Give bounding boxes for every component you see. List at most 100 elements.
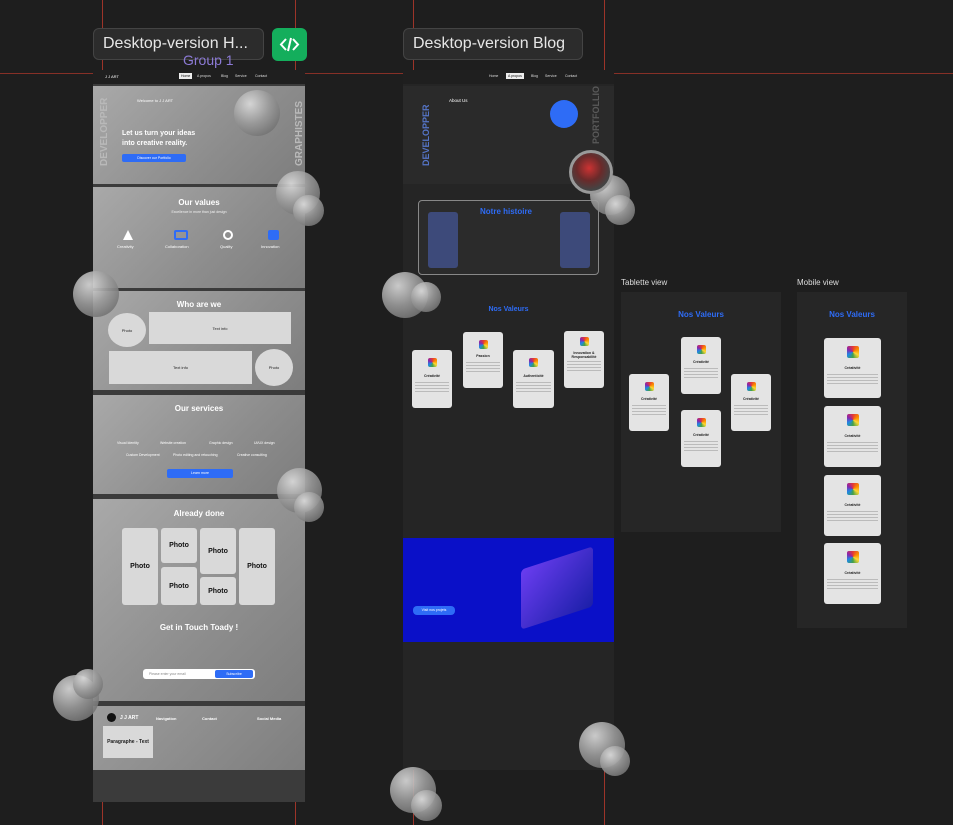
value-collaboration: Collaboration bbox=[165, 244, 189, 249]
blog-nav-about[interactable]: A propos bbox=[506, 73, 524, 79]
mobile-card-text bbox=[827, 374, 878, 384]
blog-value-card: Innovation & Responsabilité bbox=[564, 331, 604, 388]
value-creativity: Creativity bbox=[117, 244, 134, 249]
email-placeholder: Please enter your email bbox=[149, 672, 186, 676]
blog-card-text bbox=[415, 382, 449, 392]
group-label: Group 1 bbox=[183, 52, 234, 68]
histoire-photo-left bbox=[428, 212, 458, 268]
decorative-bubble bbox=[411, 282, 441, 312]
footer-navigation-heading: Navigation bbox=[156, 716, 177, 721]
mobile-card-text bbox=[827, 442, 878, 452]
portfolio-photo[interactable]: Photo bbox=[122, 528, 158, 605]
tablet-card-text bbox=[632, 405, 666, 415]
mobile-view-label: Mobile view bbox=[797, 278, 839, 287]
tablet-card-text bbox=[684, 441, 718, 451]
contact-title: Get in Touch Toady ! bbox=[159, 623, 239, 632]
innovation-icon bbox=[579, 337, 589, 346]
laptop-illustration bbox=[521, 546, 593, 630]
hero-headline-2: into creative reality. bbox=[122, 140, 188, 147]
blog-vertical-right: PORTFOLLIO bbox=[591, 86, 601, 144]
discover-portfolio-button[interactable]: Discover our Portfolio bbox=[122, 154, 186, 162]
avatar bbox=[569, 150, 613, 194]
blog-card-title: Authenticité bbox=[523, 374, 544, 378]
blog-card-text bbox=[516, 382, 551, 392]
done-title: Already done bbox=[173, 509, 225, 518]
footer-brand: J J ART bbox=[120, 715, 139, 721]
nav-service[interactable]: Service bbox=[235, 74, 247, 78]
blog-about-title: About Us bbox=[449, 98, 468, 103]
desktop-home-frame[interactable]: J J ART Home A propos Blog Service Conta… bbox=[93, 70, 305, 802]
values-section: Our values Excellence in more than just … bbox=[93, 187, 305, 288]
footer-logo-icon bbox=[107, 713, 116, 722]
who-text-info-2: Text info bbox=[109, 351, 252, 384]
mobile-card-text bbox=[827, 511, 878, 521]
blog-about-avatar bbox=[550, 100, 578, 128]
code-view-button[interactable] bbox=[272, 28, 307, 61]
service-graphic-design: Graphic design bbox=[209, 441, 233, 445]
tablet-value-card: Créativité bbox=[681, 410, 721, 467]
decorative-bubble bbox=[605, 195, 635, 225]
histoire-card: Notre histoire bbox=[418, 200, 599, 275]
creativity-icon bbox=[746, 382, 756, 391]
mobile-value-card: Créativité bbox=[824, 406, 881, 467]
nav-blog[interactable]: Blog bbox=[221, 74, 229, 78]
portfolio-photo[interactable]: Photo bbox=[239, 528, 275, 605]
mobile-card-title: Créativité bbox=[844, 571, 861, 575]
decorative-bubble bbox=[293, 195, 324, 226]
blog-nav-contact[interactable]: Contact bbox=[565, 74, 578, 78]
nav-home[interactable]: Home bbox=[179, 73, 193, 79]
creativity-icon bbox=[696, 418, 706, 427]
mobile-title: Nos Valeurs bbox=[829, 310, 875, 319]
who-photo-2: Photo bbox=[255, 349, 293, 386]
portfolio-photo[interactable]: Photo bbox=[161, 567, 197, 605]
who-text-info-1: Text info bbox=[149, 312, 291, 344]
portfolio-photo[interactable]: Photo bbox=[200, 528, 236, 574]
nav-contact[interactable]: Contact bbox=[255, 74, 268, 78]
tablet-card-title: Créativité bbox=[641, 397, 657, 401]
services-section: Our services Visual Identity Website cre… bbox=[93, 395, 305, 494]
blog-card-text bbox=[567, 361, 601, 371]
portfolio-photo[interactable]: Photo bbox=[200, 577, 236, 605]
creativity-icon bbox=[846, 551, 859, 563]
histoire-photo-right bbox=[560, 212, 590, 268]
mobile-value-card: Créativité bbox=[824, 543, 881, 604]
nav-brand: J J ART bbox=[105, 74, 119, 79]
portfolio-section: Already done Photo Photo Photo Photo Pho… bbox=[93, 499, 305, 701]
tablet-title: Nos Valeurs bbox=[678, 310, 724, 319]
email-field[interactable]: Please enter your email bbox=[143, 669, 255, 679]
who-title: Who are we bbox=[176, 300, 222, 309]
mobile-frame[interactable]: Nos Valeurs Créativité Créativité Créati… bbox=[797, 292, 907, 628]
value-innovation: Innovation bbox=[261, 244, 280, 249]
tablet-value-card: Créativité bbox=[731, 374, 771, 431]
portfolio-photo[interactable]: Photo bbox=[161, 528, 197, 563]
decorative-bubble bbox=[600, 746, 630, 776]
tablet-card-title: Créativité bbox=[743, 397, 759, 401]
mobile-value-card: Créativité bbox=[824, 475, 881, 536]
home-navbar: J J ART Home A propos Blog Service Conta… bbox=[93, 70, 305, 84]
frame-tag-desktop-home[interactable]: Desktop-version H... bbox=[93, 28, 264, 60]
tablet-card-title: Créativité bbox=[693, 360, 709, 364]
blog-nav-blog[interactable]: Blog bbox=[531, 74, 539, 78]
blog-nav-service[interactable]: Service bbox=[545, 74, 557, 78]
service-creative-consulting: Creative consulting bbox=[237, 453, 267, 457]
creativity-icon bbox=[846, 346, 859, 358]
passion-icon bbox=[478, 340, 488, 349]
frame-tag-desktop-blog[interactable]: Desktop-version Blog bbox=[403, 28, 583, 60]
service-website-creation: Website creation bbox=[160, 441, 187, 445]
visit-projects-button[interactable]: Visit nos projets bbox=[413, 606, 455, 615]
blog-card-text bbox=[466, 362, 500, 372]
creativity-icon bbox=[427, 358, 437, 367]
nav-about[interactable]: A propos bbox=[197, 74, 211, 78]
decorative-bubble bbox=[73, 669, 103, 699]
creativity-icon bbox=[846, 414, 859, 426]
mobile-value-card: Créativité bbox=[824, 338, 881, 398]
blog-card-title: Innovation & Responsabilité bbox=[571, 351, 597, 359]
learn-more-button[interactable]: Learn more bbox=[167, 469, 233, 478]
blog-card-title: Passion bbox=[476, 354, 490, 358]
decorative-bubble bbox=[411, 790, 442, 821]
blog-nav-home[interactable]: Home bbox=[489, 74, 499, 78]
hero-vertical-left: DEVELOPPER bbox=[99, 97, 110, 166]
tablet-value-card: Créativité bbox=[629, 374, 669, 431]
tablet-frame[interactable]: Nos Valeurs Créativité Créativité Créati… bbox=[621, 292, 781, 532]
subscribe-button[interactable]: Subscribe bbox=[215, 670, 253, 678]
